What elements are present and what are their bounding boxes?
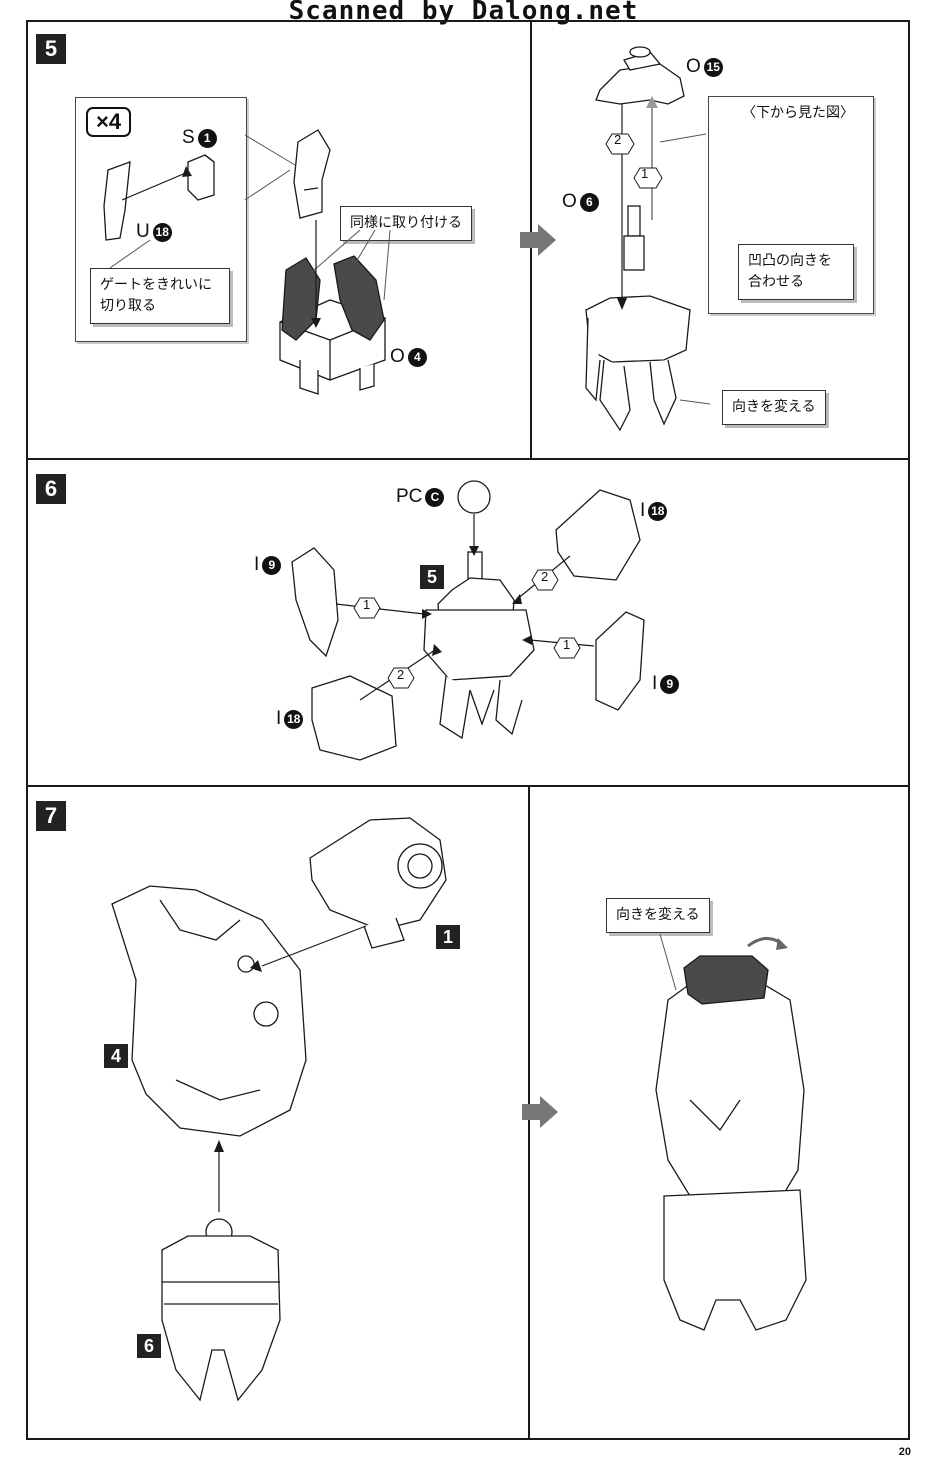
order-label-1: 1 xyxy=(563,637,571,652)
assembly-label-1: 1 xyxy=(436,925,460,949)
step-number-6: 6 xyxy=(36,474,66,504)
order-hex-1 xyxy=(633,167,663,189)
multiplier-badge: ×4 xyxy=(86,107,132,137)
step-divider xyxy=(26,785,910,787)
note-attach-same: 同様に取り付ける xyxy=(340,206,472,241)
assembly-label-6: 6 xyxy=(137,1334,161,1358)
assembly-label-4: 4 xyxy=(104,1044,128,1068)
instruction-frame xyxy=(26,20,910,1440)
transition-arrow xyxy=(520,224,556,256)
transition-arrow xyxy=(522,1096,558,1128)
step6-drawing xyxy=(291,480,645,761)
note-align: 凹凸の向きを 合わせる xyxy=(738,244,854,300)
order-label-2: 2 xyxy=(614,132,622,147)
assembly-label-5: 5 xyxy=(420,565,444,589)
order-hex-2 xyxy=(605,133,635,155)
bottom-view-title: 〈下から見た図〉 xyxy=(742,105,854,121)
step5-left-drawing xyxy=(103,129,391,395)
note-cut-gate: ゲートをきれいに 切り取る xyxy=(90,268,230,324)
step-number-7: 7 xyxy=(36,801,66,831)
note-turn-step5: 向きを変える xyxy=(722,390,826,425)
order-label-2: 2 xyxy=(397,667,405,682)
order-label-2: 2 xyxy=(541,569,549,584)
page-number: 20 xyxy=(898,1446,911,1458)
note-turn-step7: 向きを変える xyxy=(606,898,710,933)
step-number-5: 5 xyxy=(36,34,66,64)
step-divider xyxy=(26,458,910,460)
order-label-1: 1 xyxy=(641,166,649,181)
order-label-1: 1 xyxy=(363,597,371,612)
